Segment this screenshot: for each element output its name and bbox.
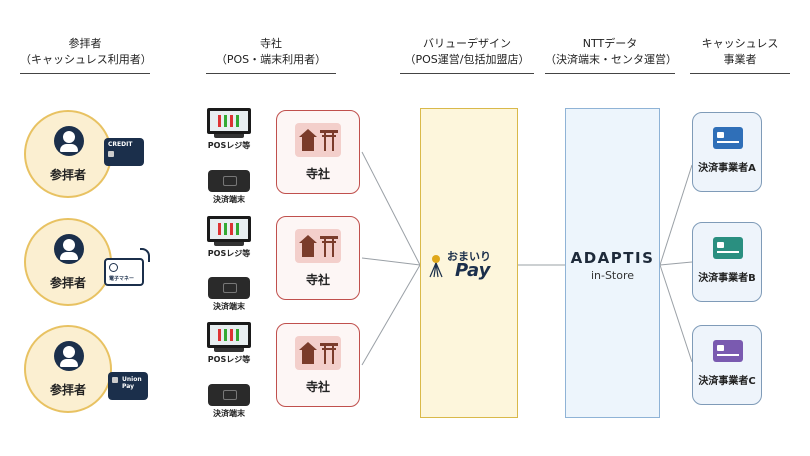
card-brand: 電子マネー <box>109 276 135 282</box>
card-brand: Union Pay <box>122 376 142 390</box>
header-divider <box>690 73 790 74</box>
adaptis-sub-text: in-Store <box>590 269 635 282</box>
credit-card-icon: CREDIT <box>104 138 144 166</box>
connector-line <box>361 264 421 366</box>
payment-card-icon <box>713 340 743 362</box>
card-reader-icon <box>208 170 250 192</box>
provider-c: 決済事業者C <box>692 325 762 405</box>
temple-label: 寺社 <box>305 273 330 287</box>
header-worshipers-sub: （キャッシュレス利用者） <box>20 53 152 66</box>
provider-label: 決済事業者C <box>698 376 756 387</box>
header-divider <box>206 73 336 74</box>
person-icon <box>54 234 84 264</box>
header-value-design-title: バリューデザイン <box>423 37 511 50</box>
pos-terminal-1: POSレジ等 <box>207 108 251 151</box>
pay-text: Pay <box>455 260 491 281</box>
reader-label: 決済端末 <box>213 409 245 418</box>
ntt-data-box: ADAPTIS in-Store <box>565 108 660 418</box>
temple-2: 寺社 <box>276 216 360 300</box>
header-providers: キャッシュレス 事業者 <box>690 36 790 74</box>
connector-line <box>361 151 421 266</box>
header-providers-title: キャッシュレス <box>701 37 779 50</box>
card-reader-icon <box>208 277 250 299</box>
header-ntt-data: NTTデータ （決済端末・センタ運営） <box>545 36 677 74</box>
reader-label: 決済端末 <box>213 195 245 204</box>
wireless-signal-icon <box>140 248 150 262</box>
payment-terminal-3: 決済端末 <box>208 384 250 419</box>
payment-card-icon <box>713 127 743 149</box>
connector-line <box>659 164 693 266</box>
worshiper-3: 参拝者 <box>24 325 112 413</box>
unionpay-card-icon: Union Pay <box>108 372 148 400</box>
e-money-card-icon: 電子マネー <box>104 258 144 286</box>
value-design-box: おまいり Pay <box>420 108 518 418</box>
provider-b: 決済事業者B <box>692 222 762 302</box>
person-icon <box>54 126 84 156</box>
shrine-temple-icon <box>295 229 341 263</box>
header-divider <box>400 73 534 74</box>
shrine-temple-icon <box>295 123 341 157</box>
card-brand: CREDIT <box>108 141 133 148</box>
header-value-design-sub: （POS運営/包括加盟店） <box>404 53 530 66</box>
pos-register-icon <box>207 322 251 348</box>
header-providers-sub: 事業者 <box>723 53 757 66</box>
header-divider <box>545 73 675 74</box>
pos-terminal-3: POSレジ等 <box>207 322 251 365</box>
e-money-logo-icon <box>109 263 118 272</box>
payment-card-icon <box>713 237 743 259</box>
card-chip-icon <box>108 151 114 157</box>
header-worshipers: 参拝者 （キャッシュレス利用者） <box>20 36 152 74</box>
shrine-temple-icon <box>295 336 341 370</box>
header-ntt-data-title: NTTデータ <box>582 37 638 50</box>
pos-register-icon <box>207 108 251 134</box>
card-reader-icon <box>208 384 250 406</box>
pos-register-icon <box>207 216 251 242</box>
header-divider <box>20 73 150 74</box>
header-temples: 寺社 （POS・端末利用者） <box>206 36 336 74</box>
worshiper-label: 参拝者 <box>49 383 86 397</box>
person-icon <box>54 341 84 371</box>
omairi-pay-logo: おまいり Pay <box>425 245 515 285</box>
sun-rays-icon <box>429 255 443 278</box>
payment-terminal-2: 決済端末 <box>208 277 250 312</box>
pos-label: POSレジ等 <box>207 355 251 364</box>
header-ntt-data-sub: （決済端末・センタ運営） <box>545 53 677 66</box>
adaptis-logo-text: ADAPTIS <box>570 249 655 267</box>
omairi-text: おまいり <box>447 250 491 263</box>
pos-label: POSレジ等 <box>207 249 251 258</box>
worshiper-label: 参拝者 <box>49 276 86 290</box>
pos-label: POSレジ等 <box>207 141 251 150</box>
payment-terminal-1: 決済端末 <box>208 170 250 205</box>
header-value-design: バリューデザイン （POS運営/包括加盟店） <box>400 36 534 74</box>
worshiper-label: 参拝者 <box>49 168 86 182</box>
temple-1: 寺社 <box>276 110 360 194</box>
provider-a: 決済事業者A <box>692 112 762 192</box>
pos-terminal-2: POSレジ等 <box>207 216 251 259</box>
temple-label: 寺社 <box>305 167 330 181</box>
connector-line <box>361 257 421 266</box>
provider-label: 決済事業者B <box>698 273 756 284</box>
temple-3: 寺社 <box>276 323 360 407</box>
header-worshipers-title: 参拝者 <box>68 37 102 50</box>
header-temples-title: 寺社 <box>260 37 282 50</box>
connector-line <box>659 264 693 363</box>
provider-label: 決済事業者A <box>698 163 756 174</box>
worshiper-1: 参拝者 <box>24 110 112 198</box>
header-temples-sub: （POS・端末利用者） <box>215 53 327 66</box>
reader-label: 決済端末 <box>213 302 245 311</box>
connector-line <box>659 261 693 266</box>
temple-label: 寺社 <box>305 380 330 394</box>
worshiper-2: 参拝者 <box>24 218 112 306</box>
card-chip-icon <box>112 377 118 383</box>
